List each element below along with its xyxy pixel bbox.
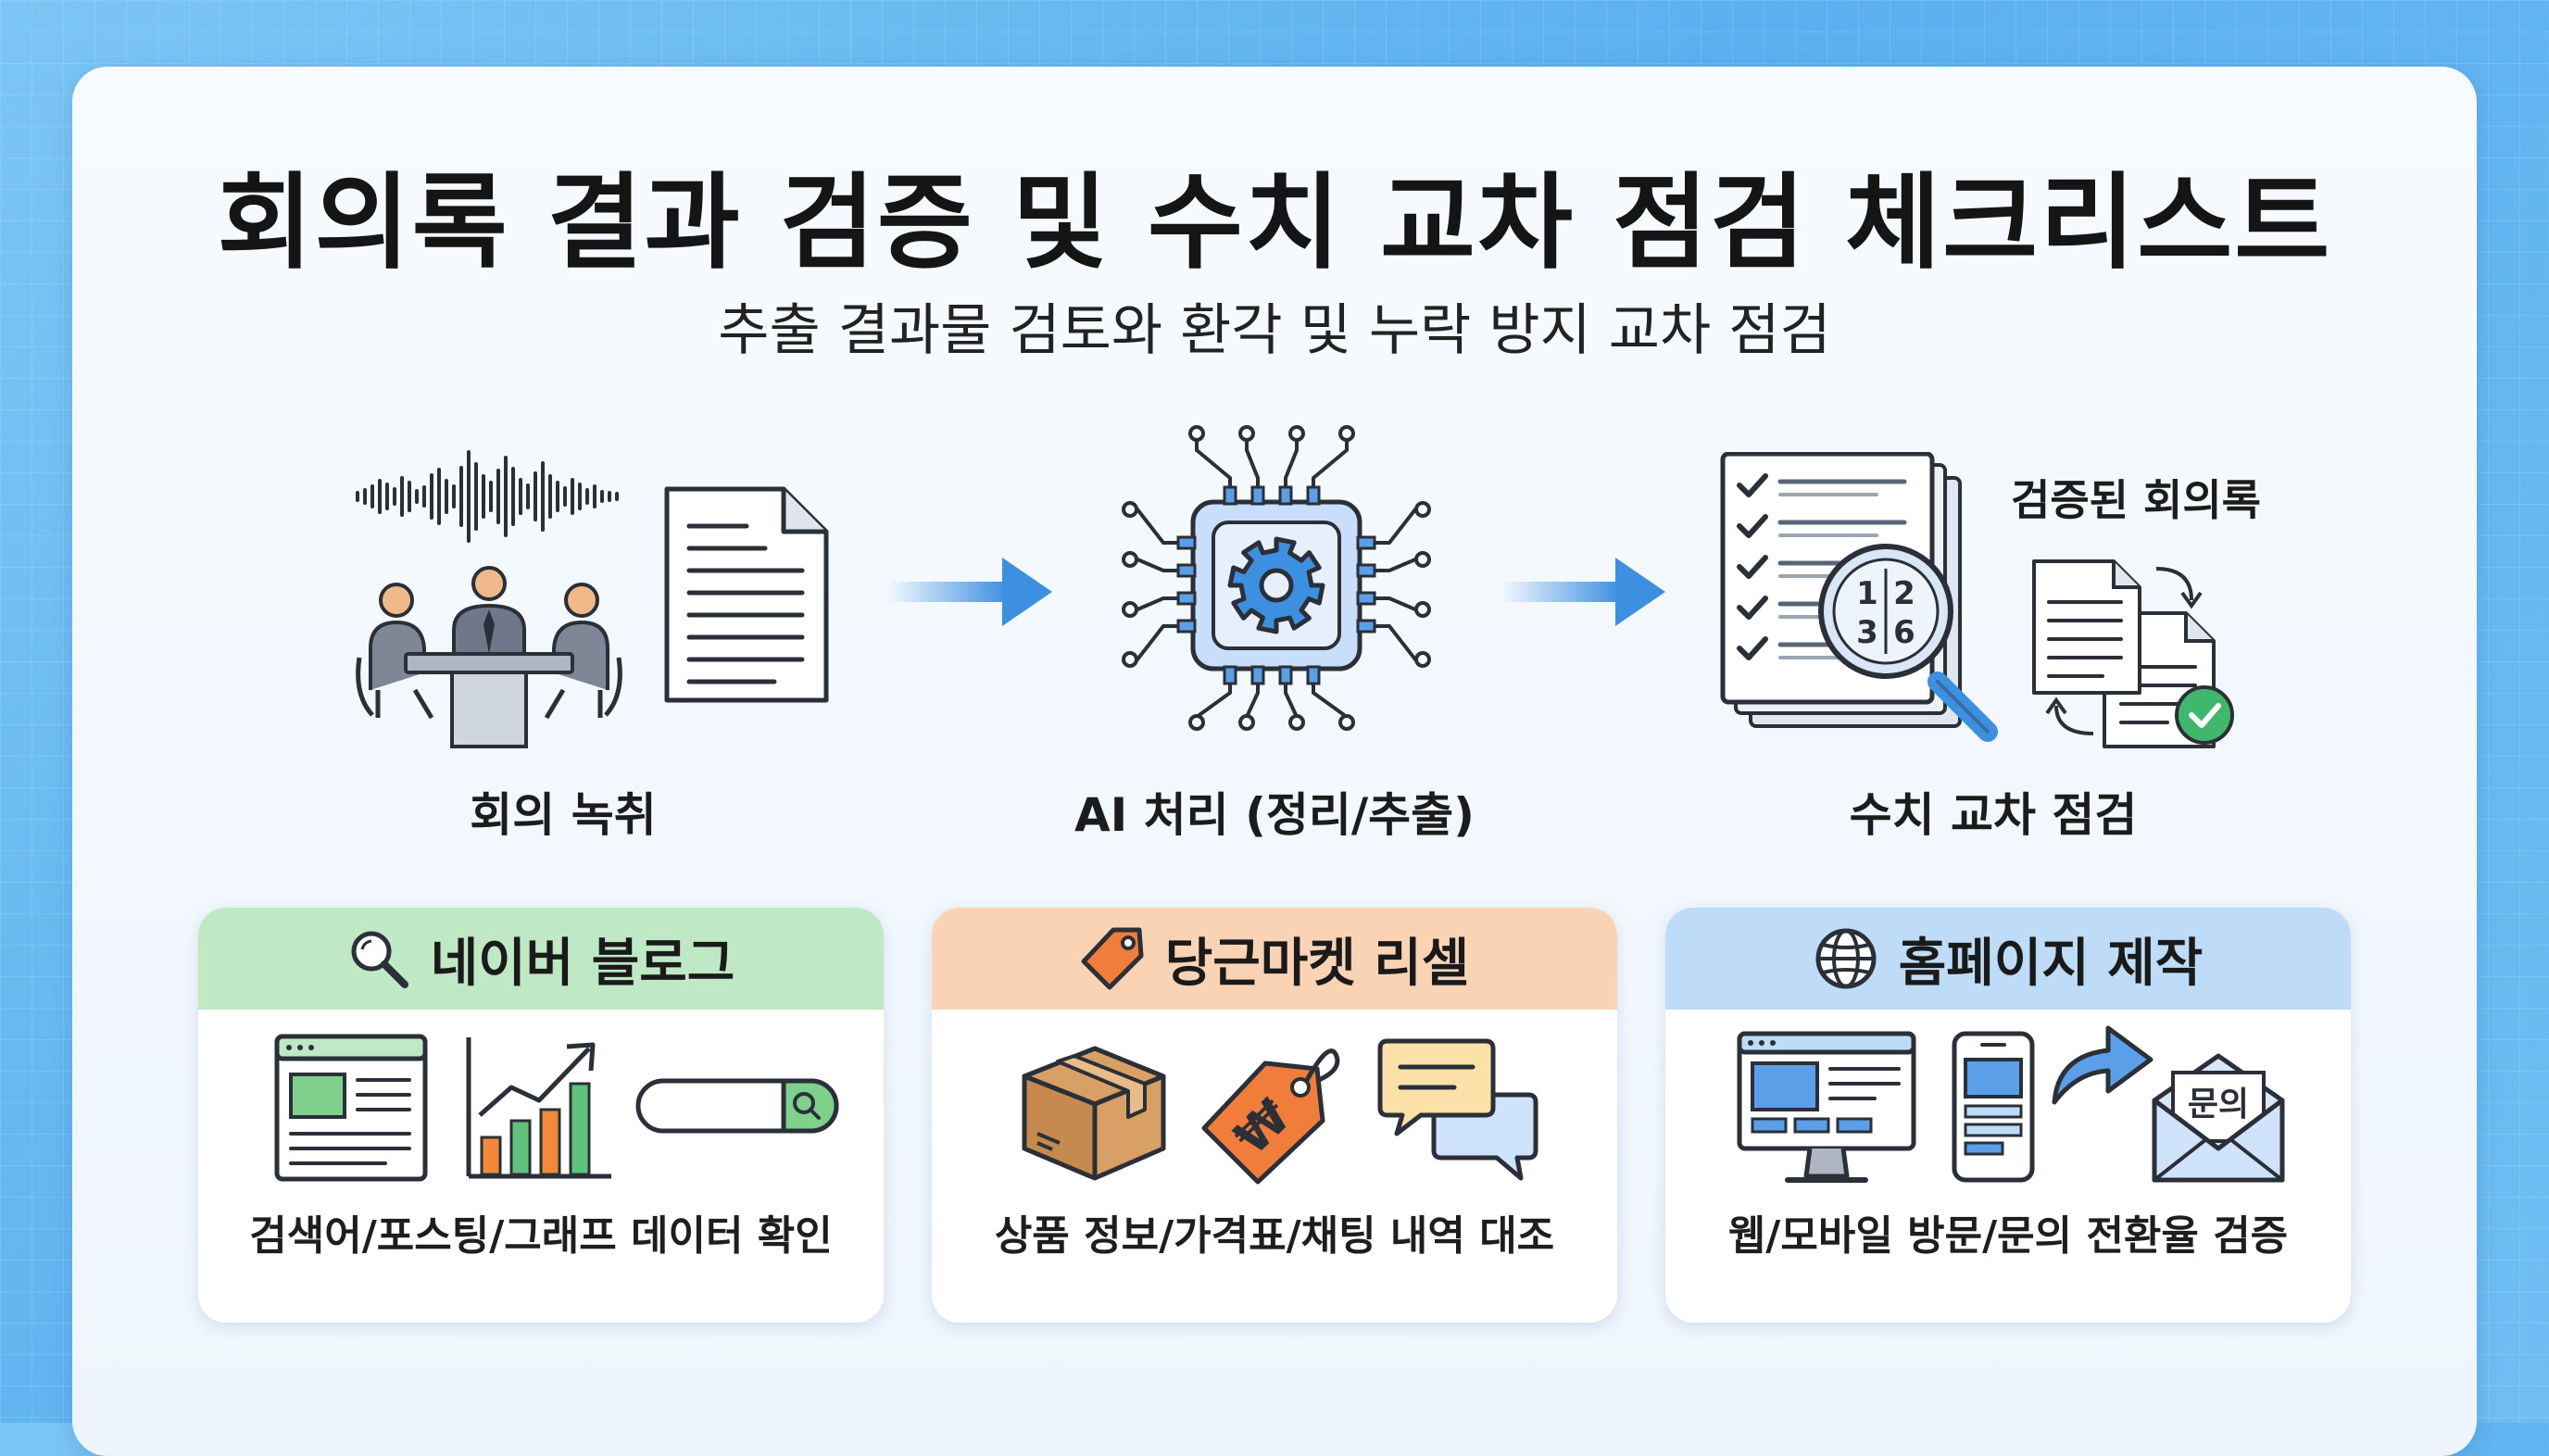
envelope-icon: 문의: [2152, 1053, 2285, 1183]
ai-chip-gear-icon: [1122, 425, 1431, 731]
flow-arrow-icon: [887, 558, 1052, 626]
card-title: 네이버 블로그: [430, 933, 735, 994]
chat-bubbles-icon: [1377, 1038, 1538, 1181]
card-footer: 웹/모바일 방문/문의 전환율 검증: [1727, 1212, 2289, 1260]
card-header: 홈페이지 제작: [1665, 908, 2351, 1010]
sound-wave-icon: [356, 450, 619, 543]
won-price-tag-icon: ₩: [1201, 1048, 1340, 1185]
card-icon-row: 문의: [1665, 1010, 2351, 1195]
card-icon-row: [198, 1010, 884, 1195]
card-naver-blog: 네이버 블로그 검색어/포스팅: [198, 908, 884, 1323]
web-page-icon: [274, 1034, 428, 1182]
verified-documents-icon: [2032, 559, 2234, 748]
verified-minutes-label: 검증된 회의록: [2011, 475, 2261, 525]
stage-label-crosscheck: 수치 교차 점검: [1849, 788, 2138, 842]
page-subtitle: 추출 결과물 검토와 환각 및 누락 방지 교차 점검: [718, 298, 1831, 363]
card-title: 당근마켓 리셀: [1164, 933, 1470, 994]
magnifier-digit: 1: [1856, 575, 1878, 612]
growth-chart-icon: [466, 1037, 611, 1179]
magnifier-digit: 2: [1893, 575, 1915, 612]
stage-label-ai: AI 처리 (정리/추출): [1074, 788, 1475, 842]
globe-icon: [1815, 928, 1877, 989]
card-karrot-resell: 당근마켓 리셀 ₩ 상품 정보/가격표/채팅 내역 대조: [932, 908, 1617, 1323]
flow-arrow-icon: [1501, 558, 1665, 626]
card-title: 홈페이지 제작: [1898, 933, 2204, 994]
card-footer: 검색어/포스팅/그래프 데이터 확인: [249, 1212, 833, 1260]
forward-arrow-icon: [2052, 1025, 2153, 1105]
magnifier-digit: 3: [1856, 614, 1878, 651]
desktop-monitor-icon: [1737, 1031, 1916, 1183]
card-homepage-build: 홈페이지 제작: [1665, 908, 2351, 1323]
card-header: 당근마켓 리셀: [932, 908, 1617, 1010]
price-tag-icon: [1081, 927, 1144, 990]
magnifier-digit: 6: [1893, 614, 1915, 651]
card-header: 네이버 블로그: [198, 908, 884, 1010]
mobile-phone-icon: [1952, 1031, 2035, 1183]
stage-label-recording: 회의 녹취: [470, 788, 657, 842]
page-title: 회의록 결과 검증 및 수치 교차 점검 체크리스트: [217, 163, 2332, 283]
search-bar-icon: [635, 1078, 839, 1134]
search-icon: [351, 931, 408, 988]
checklist-magnifier-icon: 1 2 3 6: [1720, 452, 1998, 742]
card-icon-row: ₩: [932, 1010, 1617, 1195]
meeting-people-icon: [356, 566, 622, 748]
card-footer: 상품 정보/가격표/채팅 내역 대조: [994, 1212, 1555, 1260]
box-icon: [1022, 1046, 1166, 1181]
document-icon: [664, 486, 829, 703]
envelope-label: 문의: [2188, 1086, 2249, 1123]
